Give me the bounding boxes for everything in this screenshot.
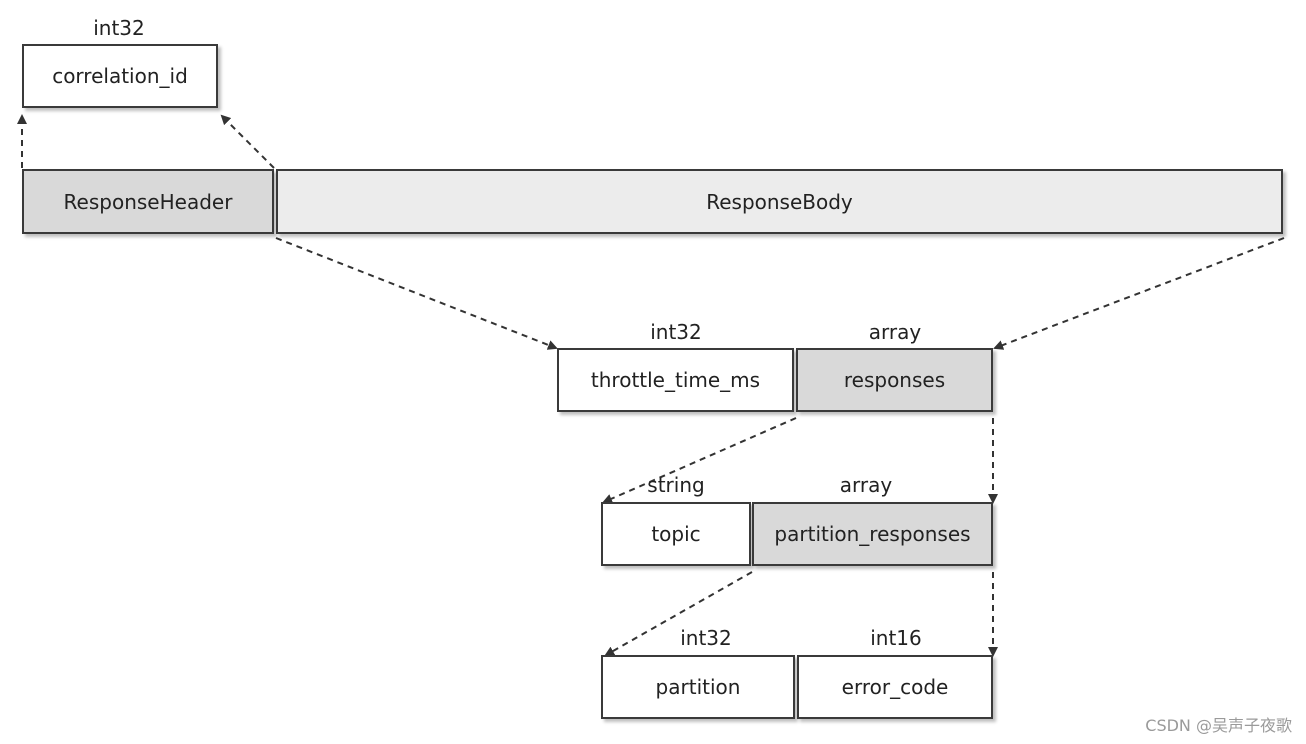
- partition-field: partition: [601, 655, 795, 719]
- topic-field: topic: [601, 502, 751, 566]
- arrow-header-to-throttle: [275, 237, 558, 350]
- arrow-header-to-correlation-right: [220, 114, 275, 169]
- partition-type-label: int32: [680, 626, 732, 650]
- correlation-id-field: correlation_id: [22, 44, 218, 108]
- arrow-responses-to-topic: [602, 417, 797, 504]
- responses-type-label: array: [868, 320, 922, 344]
- partition-responses-type-label: array: [839, 473, 893, 497]
- error-code-type-label: int16: [870, 626, 922, 650]
- error-code-field: error_code: [797, 655, 993, 719]
- partition-responses-field: partition_responses: [752, 502, 993, 566]
- correlation-id-type-label: int32: [93, 16, 145, 40]
- arrow-partition-responses-to-partition: [604, 571, 753, 656]
- throttle-time-ms-field: throttle_time_ms: [557, 348, 794, 412]
- csdn-watermark: CSDN @吴声子夜歌: [1145, 716, 1292, 735]
- response-header-block: ResponseHeader: [22, 169, 274, 234]
- throttle-time-type-label: int32: [650, 320, 702, 344]
- arrow-body-to-responses: [993, 237, 1285, 350]
- response-body-block: ResponseBody: [276, 169, 1283, 234]
- topic-type-label: string: [647, 473, 705, 497]
- responses-field: responses: [796, 348, 993, 412]
